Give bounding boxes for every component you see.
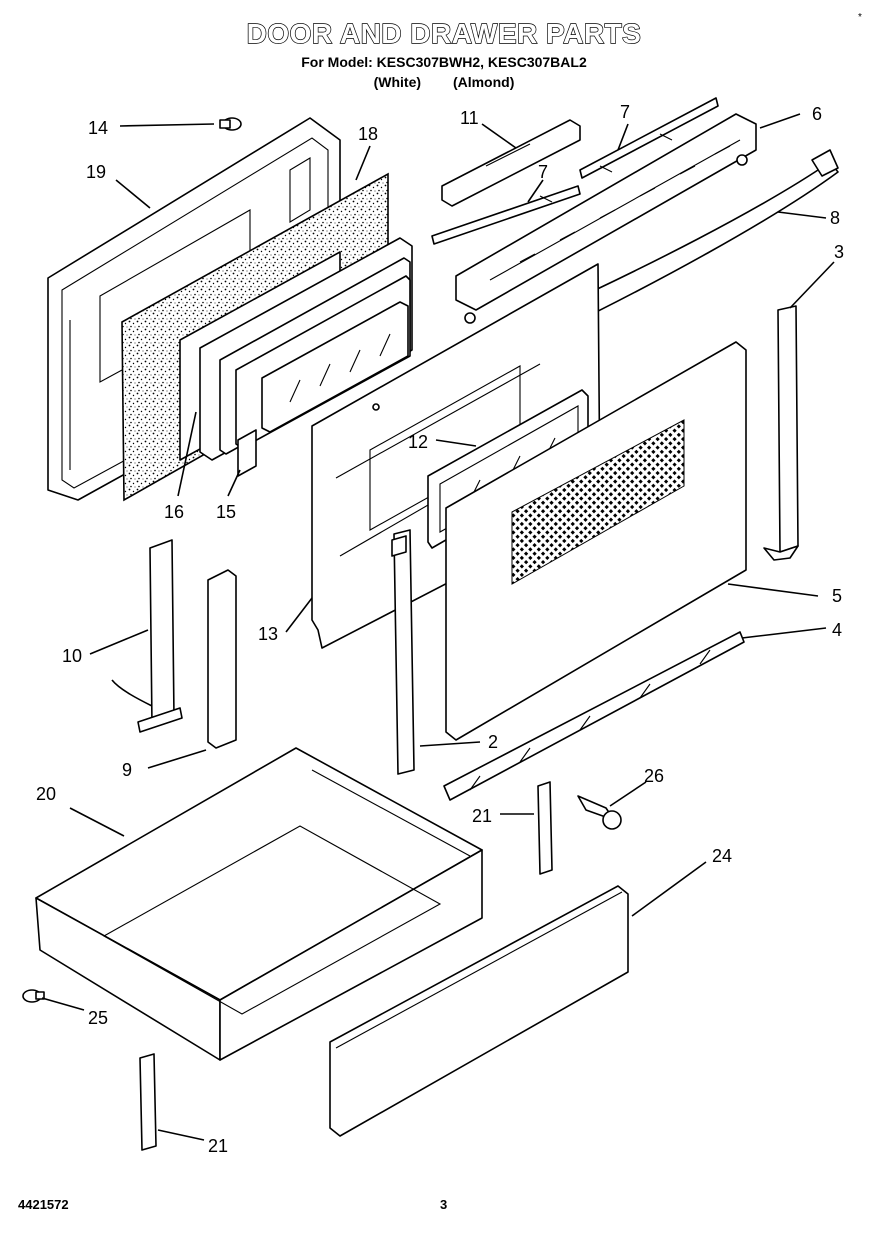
door-glass-pack — [199, 237, 413, 477]
callout-26: 26 — [644, 766, 664, 786]
side-trim-right — [763, 305, 799, 561]
hinge-cover — [207, 569, 237, 749]
page-number: 3 — [440, 1197, 448, 1212]
outer-door-panel — [445, 341, 747, 741]
page-title: DOOR AND DRAWER PARTS — [246, 17, 642, 49]
callout-3: 3 — [834, 242, 844, 262]
callout-8: 8 — [830, 208, 840, 228]
callout-14: 14 — [88, 118, 108, 138]
drawer-roller — [577, 795, 622, 830]
callout-12: 12 — [408, 432, 428, 452]
vent-trim-part-6 — [455, 113, 757, 324]
color-almond: (Almond) — [452, 74, 515, 90]
door-hinge — [111, 539, 183, 733]
callout-2: 2 — [488, 732, 498, 752]
bracket-part-11 — [441, 119, 581, 207]
callout-24: 24 — [712, 846, 732, 866]
callout-16: 16 — [164, 502, 184, 522]
callout-18: 18 — [358, 124, 378, 144]
vent-strip-upper — [579, 97, 719, 179]
callout-19: 19 — [86, 162, 106, 182]
callout-21-upper: 21 — [472, 806, 492, 826]
document-number: 4421572 — [18, 1197, 69, 1212]
callout-4: 4 — [832, 620, 842, 640]
model-line: For Model: KESC307BWH2, KESC307BAL2 — [301, 54, 587, 70]
callout-5: 5 — [832, 586, 842, 606]
callout-20: 20 — [36, 784, 56, 804]
callout-10: 10 — [62, 646, 82, 666]
color-white: (White) — [373, 74, 422, 90]
callout-7-lower: 7 — [538, 162, 548, 182]
drawer-glide-upper — [537, 781, 553, 875]
storage-drawer — [35, 747, 483, 1061]
callout-7-upper: 7 — [620, 102, 630, 122]
leader-lines — [41, 113, 835, 1141]
callout-21-lower: 21 — [208, 1136, 228, 1156]
side-trim-left — [391, 529, 415, 775]
vent-strip-lower — [431, 185, 581, 245]
drawer-glide-lower — [139, 1053, 157, 1151]
callout-6: 6 — [812, 104, 822, 124]
callout-13: 13 — [258, 624, 278, 644]
callout-15: 15 — [216, 502, 236, 522]
screw-part-25 — [22, 989, 45, 1003]
screw-part-14 — [219, 117, 242, 131]
callout-9: 9 — [122, 760, 132, 780]
callout-11: 11 — [460, 108, 479, 128]
drawer-front-panel — [329, 885, 629, 1137]
bottom-door-trim — [443, 631, 745, 801]
corner-mark: * — [858, 12, 862, 23]
callout-labels: 14 19 18 11 7 6 7 8 3 16 15 12 13 10 9 2… — [36, 102, 844, 1156]
color-variants: (White) (Almond) — [0, 74, 888, 90]
callout-25: 25 — [88, 1008, 108, 1028]
